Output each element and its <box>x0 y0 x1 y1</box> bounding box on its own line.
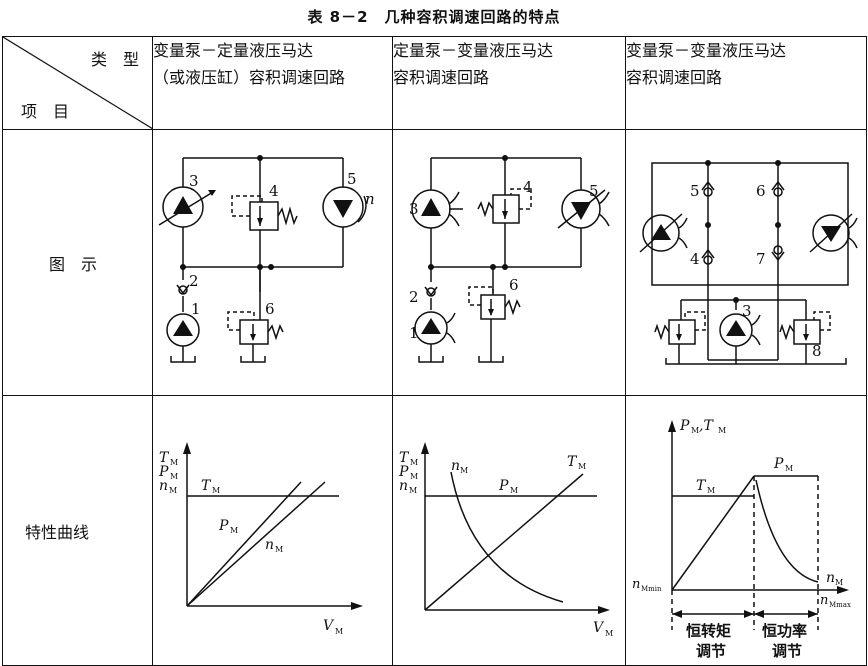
row-label-diagram: 图 示 <box>2 129 153 396</box>
curve-3-region1-line1: 恒转矩 <box>686 622 731 640</box>
curve-1-svg: T M P M n M V M T M P M n M <box>158 442 363 636</box>
curve-2-x-label: V <box>593 620 605 636</box>
curve-1-line-label-n: n <box>265 537 274 553</box>
curve-3-line-label-T: T <box>696 478 707 494</box>
speed-control-table: 类 型 项 目 变量泵－定量液压马达 （或液压缸）容积调速回路 定量泵－变量液压… <box>2 36 867 666</box>
column-header-3-line2: 容积调速回路 <box>626 68 723 87</box>
curve-1-y-label-n: n <box>159 478 168 494</box>
circuit-diagram-3: 5 6 4 7 3 8 <box>625 129 867 396</box>
curve-1-y-label-T-sub: M <box>170 458 178 467</box>
circuit-2-label-1: 1 <box>409 324 419 342</box>
curve-2-y-label-T-sub: M <box>410 458 418 467</box>
table-title: 表 8－2 几种容积调速回路的特点 <box>307 8 561 26</box>
curve-3-xmax-label-sub: Mmax <box>829 601 851 609</box>
circuit-1-label-5: 5 <box>347 170 357 188</box>
curve-1-line-label-T: T <box>201 478 212 494</box>
circuit-1-label-2: 2 <box>189 272 199 290</box>
curve-3-y-label-P: P <box>679 418 690 434</box>
circuit-1-label-n: n <box>365 190 375 208</box>
curve-1-x-label-sub: M <box>335 627 343 636</box>
circuit-2-label-6: 6 <box>509 276 519 294</box>
curve-3-xmin-label-sub: Mmin <box>641 585 662 593</box>
circuit-3-label-7: 7 <box>756 250 766 268</box>
circuit-3-label-8: 8 <box>812 342 822 360</box>
curve-3-region2-line2: 调节 <box>772 642 802 660</box>
row-label-curve: 特性曲线 <box>2 395 153 666</box>
curve-1-line-label-n-sub: M <box>275 545 283 554</box>
curve-3-region2-line1: 恒功率 <box>762 622 807 640</box>
curve-3-line-label-T-sub: M <box>707 486 715 495</box>
curve-1-line-label-P-sub: M <box>230 526 238 535</box>
curve-2-line-label-P-sub: M <box>510 486 518 495</box>
curve-2-line-label-n: n <box>451 458 460 474</box>
curve-3-xmin-label: n <box>632 577 640 592</box>
column-header-1-line1: 变量泵－定量液压马达 <box>153 41 314 60</box>
column-header-2: 定量泵－变量液压马达 容积调速回路 <box>392 36 626 130</box>
circuit-2-svg: 3 4 5 2 6 1 <box>409 155 610 363</box>
curve-3-line-label-P: P <box>773 456 784 472</box>
curve-1-x-label: V <box>323 618 335 634</box>
characteristic-curve-1: T M P M n M V M T M P M n M <box>152 395 393 666</box>
circuit-3-label-5: 5 <box>690 182 700 200</box>
circuit-2-label-3: 3 <box>409 200 419 218</box>
curve-1-y-label-T: T <box>159 450 170 466</box>
curve-1-y-label-n-sub: M <box>169 486 177 495</box>
curve-2-x-label-sub: M <box>605 629 613 638</box>
circuit-diagram-2: 3 4 5 2 6 1 <box>392 129 626 396</box>
curve-2-line-label-T-sub: M <box>578 462 586 471</box>
circuit-1-label-3: 3 <box>189 172 199 190</box>
curve-1-y-label-P: P <box>158 464 169 480</box>
curve-1-line-label-T-sub: M <box>212 486 220 495</box>
curve-2-line-label-n-sub: M <box>460 466 468 475</box>
curve-2-line-label-T: T <box>567 454 578 470</box>
curve-1-y-label-P-sub: M <box>170 472 178 481</box>
circuit-3-svg: 5 6 4 7 3 8 <box>639 160 858 365</box>
corner-diagonal: 类 型 项 目 <box>3 37 153 129</box>
curve-3-x-label-sub: M <box>835 578 843 587</box>
circuit-1-label-1: 1 <box>191 300 201 318</box>
curve-3-y-label-P-sub: M <box>691 426 699 435</box>
curve-3-line-label-P-sub: M <box>785 464 793 473</box>
characteristic-curve-3: P M ,T M T M P M n Mmin n M n Mmax 恒转矩 调… <box>625 395 867 666</box>
column-header-2-line2: 容积调速回路 <box>393 68 490 87</box>
curve-3-region1-line2: 调节 <box>696 642 726 660</box>
circuit-diagram-1: 3 4 5 n 2 1 6 <box>152 129 393 396</box>
curve-3-y-label-T: ,T <box>699 418 714 434</box>
curve-2-y-label-n: n <box>399 478 408 494</box>
curve-1-line-label-P: P <box>218 518 229 534</box>
curve-3-y-label-T-sub: M <box>718 426 726 435</box>
circuit-3-label-3: 3 <box>742 302 752 320</box>
circuit-1-label-6: 6 <box>265 300 275 318</box>
curve-3-xmax-label: n <box>820 593 828 608</box>
corner-cell: 类 型 项 目 <box>2 36 153 130</box>
curve-2-y-label-n-sub: M <box>409 486 417 495</box>
column-header-2-line1: 定量泵－变量液压马达 <box>393 41 554 60</box>
curve-2-y-label-P-sub: M <box>410 472 418 481</box>
curve-3-x-label: n <box>826 570 835 586</box>
circuit-2-label-4: 4 <box>523 178 533 196</box>
curve-2-y-label-P: P <box>398 464 409 480</box>
circuit-2-label-2: 2 <box>409 288 419 306</box>
column-header-3-line1: 变量泵－变量液压马达 <box>626 41 787 60</box>
characteristic-curve-2: T M P M n M V M n M P M T M <box>392 395 626 666</box>
curve-2-line-label-P: P <box>498 478 509 494</box>
circuit-3-label-4: 4 <box>690 250 700 268</box>
circuit-2-label-5: 5 <box>589 182 599 200</box>
curve-3-svg: P M ,T M T M P M n Mmin n M n Mmax 恒转矩 调… <box>632 418 851 660</box>
column-header-3: 变量泵－变量液压马达 容积调速回路 <box>625 36 867 130</box>
curve-2-svg: T M P M n M V M n M P M T M <box>398 442 613 638</box>
circuit-1-label-4: 4 <box>269 182 279 200</box>
corner-item-label: 项 目 <box>21 102 69 121</box>
curve-2-y-label-T: T <box>399 450 410 466</box>
column-header-1-line2: （或液压缸）容积调速回路 <box>153 68 346 87</box>
circuit-1-svg: 3 4 5 n 2 1 6 <box>158 155 375 363</box>
circuit-3-label-6: 6 <box>756 182 766 200</box>
column-header-1: 变量泵－定量液压马达 （或液压缸）容积调速回路 <box>152 36 393 130</box>
corner-type-label: 类 型 <box>91 50 139 69</box>
